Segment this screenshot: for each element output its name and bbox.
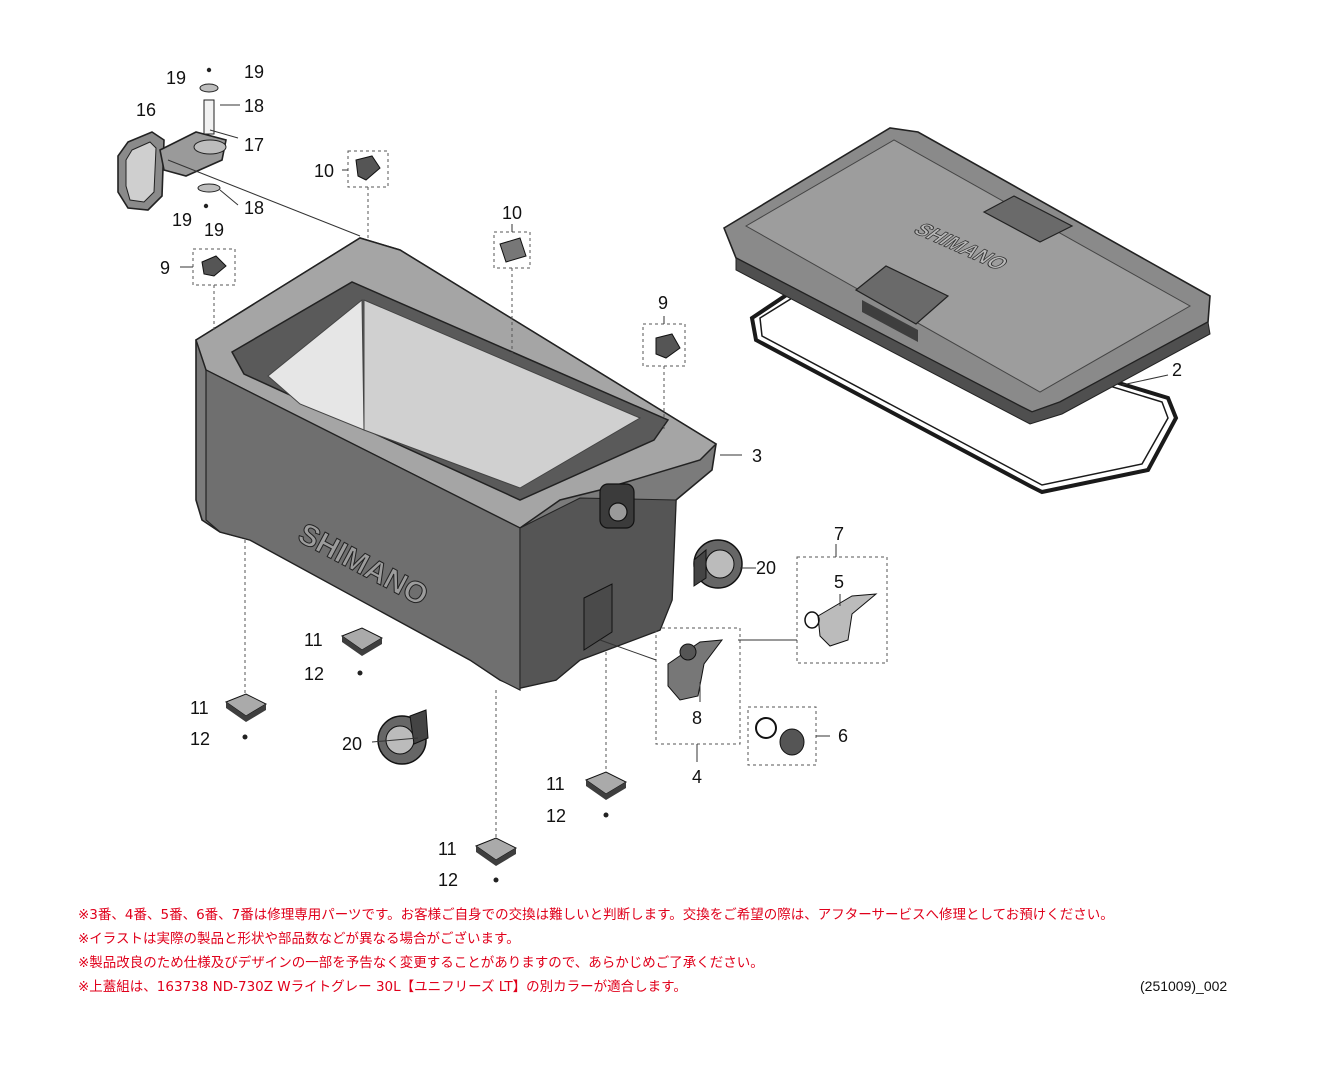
callout-12-b: 12	[190, 729, 210, 749]
callout-11-b: 11	[190, 698, 209, 718]
callout-12-a: 12	[304, 664, 324, 684]
document-code: (251009)_002	[1140, 978, 1228, 994]
callout-4: 4	[692, 767, 702, 787]
note-spec-change: ※製品改良のため仕様及びデザインの一部を予告なく変更することがありますので、あら…	[78, 955, 764, 971]
callouts: 2 3 4 5 6 7 8 9 9 10 10 11 11 11 11 12 1…	[136, 62, 1182, 890]
side-handle-assembly	[117, 67, 227, 211]
callout-11-d: 11	[438, 839, 457, 859]
callout-19-bottom-left: 19	[172, 210, 192, 230]
lid-assembly: SHIMANO	[723, 127, 1211, 495]
callout-16: 16	[136, 100, 156, 120]
notes: ※3番、4番、5番、6番、7番は修理専用パーツです。お客様ご自身での交換は難しい…	[78, 903, 1278, 999]
note-repair-only: ※3番、4番、5番、6番、7番は修理専用パーツです。お客様ご自身での交換は難しい…	[78, 907, 1114, 923]
callout-18-bottom: 18	[244, 198, 264, 218]
callout-11-a: 11	[304, 630, 323, 650]
callout-11-c: 11	[546, 774, 565, 794]
callout-20-left: 20	[342, 734, 362, 754]
callout-8: 8	[692, 708, 702, 728]
callout-5: 5	[834, 572, 844, 592]
leader-lines	[167, 104, 1169, 838]
callout-19-top-right: 19	[244, 62, 264, 82]
callout-9-right: 9	[658, 293, 668, 313]
callout-7: 7	[834, 524, 844, 544]
callout-19-bottom-right: 19	[204, 220, 224, 240]
callout-10-mid: 10	[502, 203, 522, 223]
callout-2: 2	[1172, 360, 1182, 380]
callout-20-right: 20	[756, 558, 776, 578]
callout-10-left: 10	[314, 161, 334, 181]
callout-3: 3	[752, 446, 762, 466]
callout-18-top: 18	[244, 96, 264, 116]
callout-6: 6	[838, 726, 848, 746]
wheel-right	[693, 539, 743, 589]
callout-12-c: 12	[546, 806, 566, 826]
note-illustration: ※イラストは実際の製品と形状や部品数などが異なる場合がございます。	[78, 931, 520, 947]
callout-9-left: 9	[160, 258, 170, 278]
callout-19-top-left: 19	[166, 68, 186, 88]
wheel-left	[377, 709, 429, 765]
cooler-body: SHIMANO	[195, 237, 718, 691]
callout-17: 17	[244, 135, 264, 155]
callout-12-d: 12	[438, 870, 458, 890]
feet	[224, 627, 628, 883]
note-lid-compat: ※上蓋組は、163738 ND-730Z Wライトグレー 30L【ユニフリーズ …	[78, 979, 687, 995]
